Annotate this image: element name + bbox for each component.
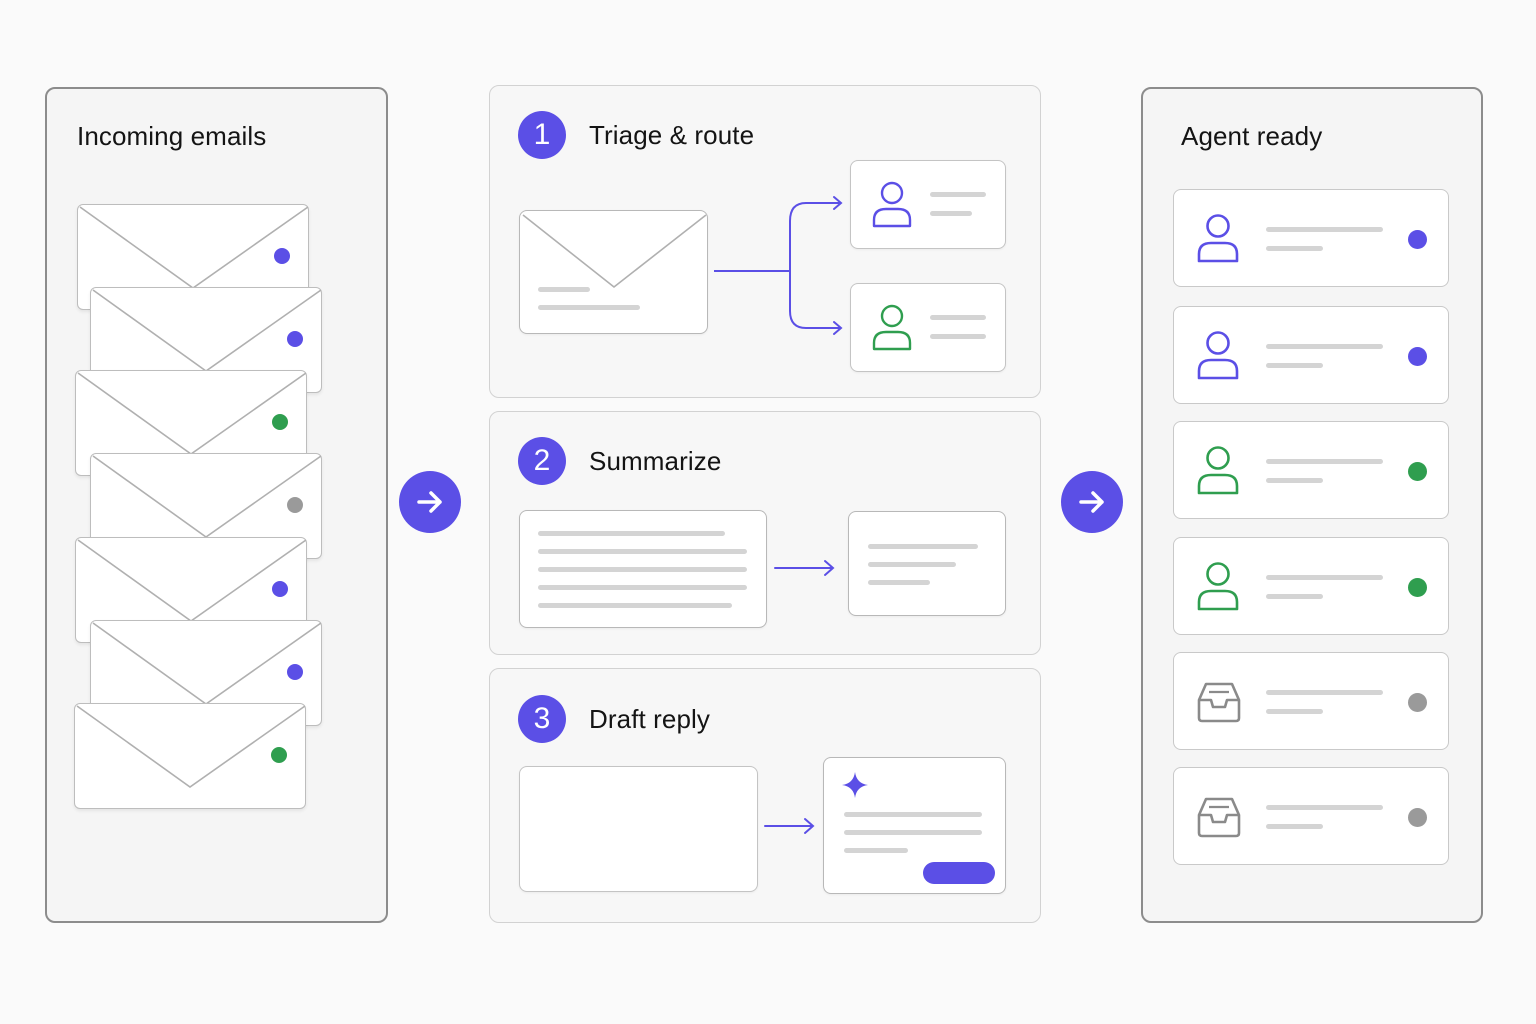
status-dot	[1408, 808, 1427, 827]
step-number-badge: 1	[518, 111, 566, 159]
person-icon	[1197, 331, 1239, 380]
step-title: Summarize	[589, 446, 722, 476]
step-title: Triage & route	[589, 120, 755, 150]
flow-arrow-2	[1061, 471, 1123, 533]
empty-reply-draft	[519, 766, 758, 892]
status-dot	[287, 331, 303, 347]
status-dot	[287, 664, 303, 680]
agent-queue-item[interactable]	[1173, 306, 1449, 404]
status-dot	[272, 581, 288, 597]
ai-generated-reply	[823, 757, 1006, 894]
agent-queue-item[interactable]	[1173, 652, 1449, 750]
status-dot	[271, 747, 287, 763]
status-dot	[1408, 578, 1427, 597]
draft-arrow	[764, 818, 815, 834]
incoming-emails-title: Incoming emails	[77, 121, 267, 151]
flow-arrow-1	[399, 471, 461, 533]
step-number-badge: 2	[518, 437, 566, 485]
routed-agent-card-purple	[850, 160, 1006, 249]
arrow-right-icon	[1079, 491, 1104, 513]
routing-connector	[714, 196, 843, 335]
agent-queue-item[interactable]	[1173, 189, 1449, 287]
agent-ready-title: Agent ready	[1181, 121, 1323, 151]
step-number-badge: 3	[518, 695, 566, 743]
status-dot	[1408, 693, 1427, 712]
inbox-icon	[1197, 682, 1241, 723]
triage-email-card	[519, 210, 708, 334]
envelope-icon	[522, 214, 707, 289]
status-dot	[1408, 462, 1427, 481]
person-icon	[1197, 446, 1239, 495]
status-dot	[1408, 230, 1427, 249]
person-icon	[1197, 214, 1239, 263]
sparkle-icon	[842, 772, 868, 798]
agent-queue-item[interactable]	[1173, 537, 1449, 635]
status-dot	[274, 248, 290, 264]
agent-queue-item[interactable]	[1173, 421, 1449, 519]
summary-document	[848, 511, 1006, 616]
summarize-arrow	[774, 560, 835, 576]
email-envelope[interactable]	[74, 703, 306, 809]
arrow-right-icon	[417, 491, 442, 513]
person-icon	[1197, 562, 1239, 611]
person-icon	[872, 181, 912, 228]
step-title: Draft reply	[589, 704, 711, 734]
routed-agent-card-green	[850, 283, 1006, 372]
agent-queue-item[interactable]	[1173, 767, 1449, 865]
status-dot	[1408, 347, 1427, 366]
status-dot	[272, 414, 288, 430]
full-email-document	[519, 510, 767, 628]
envelope-icon	[76, 705, 306, 788]
inbox-icon	[1197, 797, 1241, 838]
person-icon	[872, 304, 912, 351]
send-button[interactable]	[923, 862, 995, 884]
status-dot	[287, 497, 303, 513]
